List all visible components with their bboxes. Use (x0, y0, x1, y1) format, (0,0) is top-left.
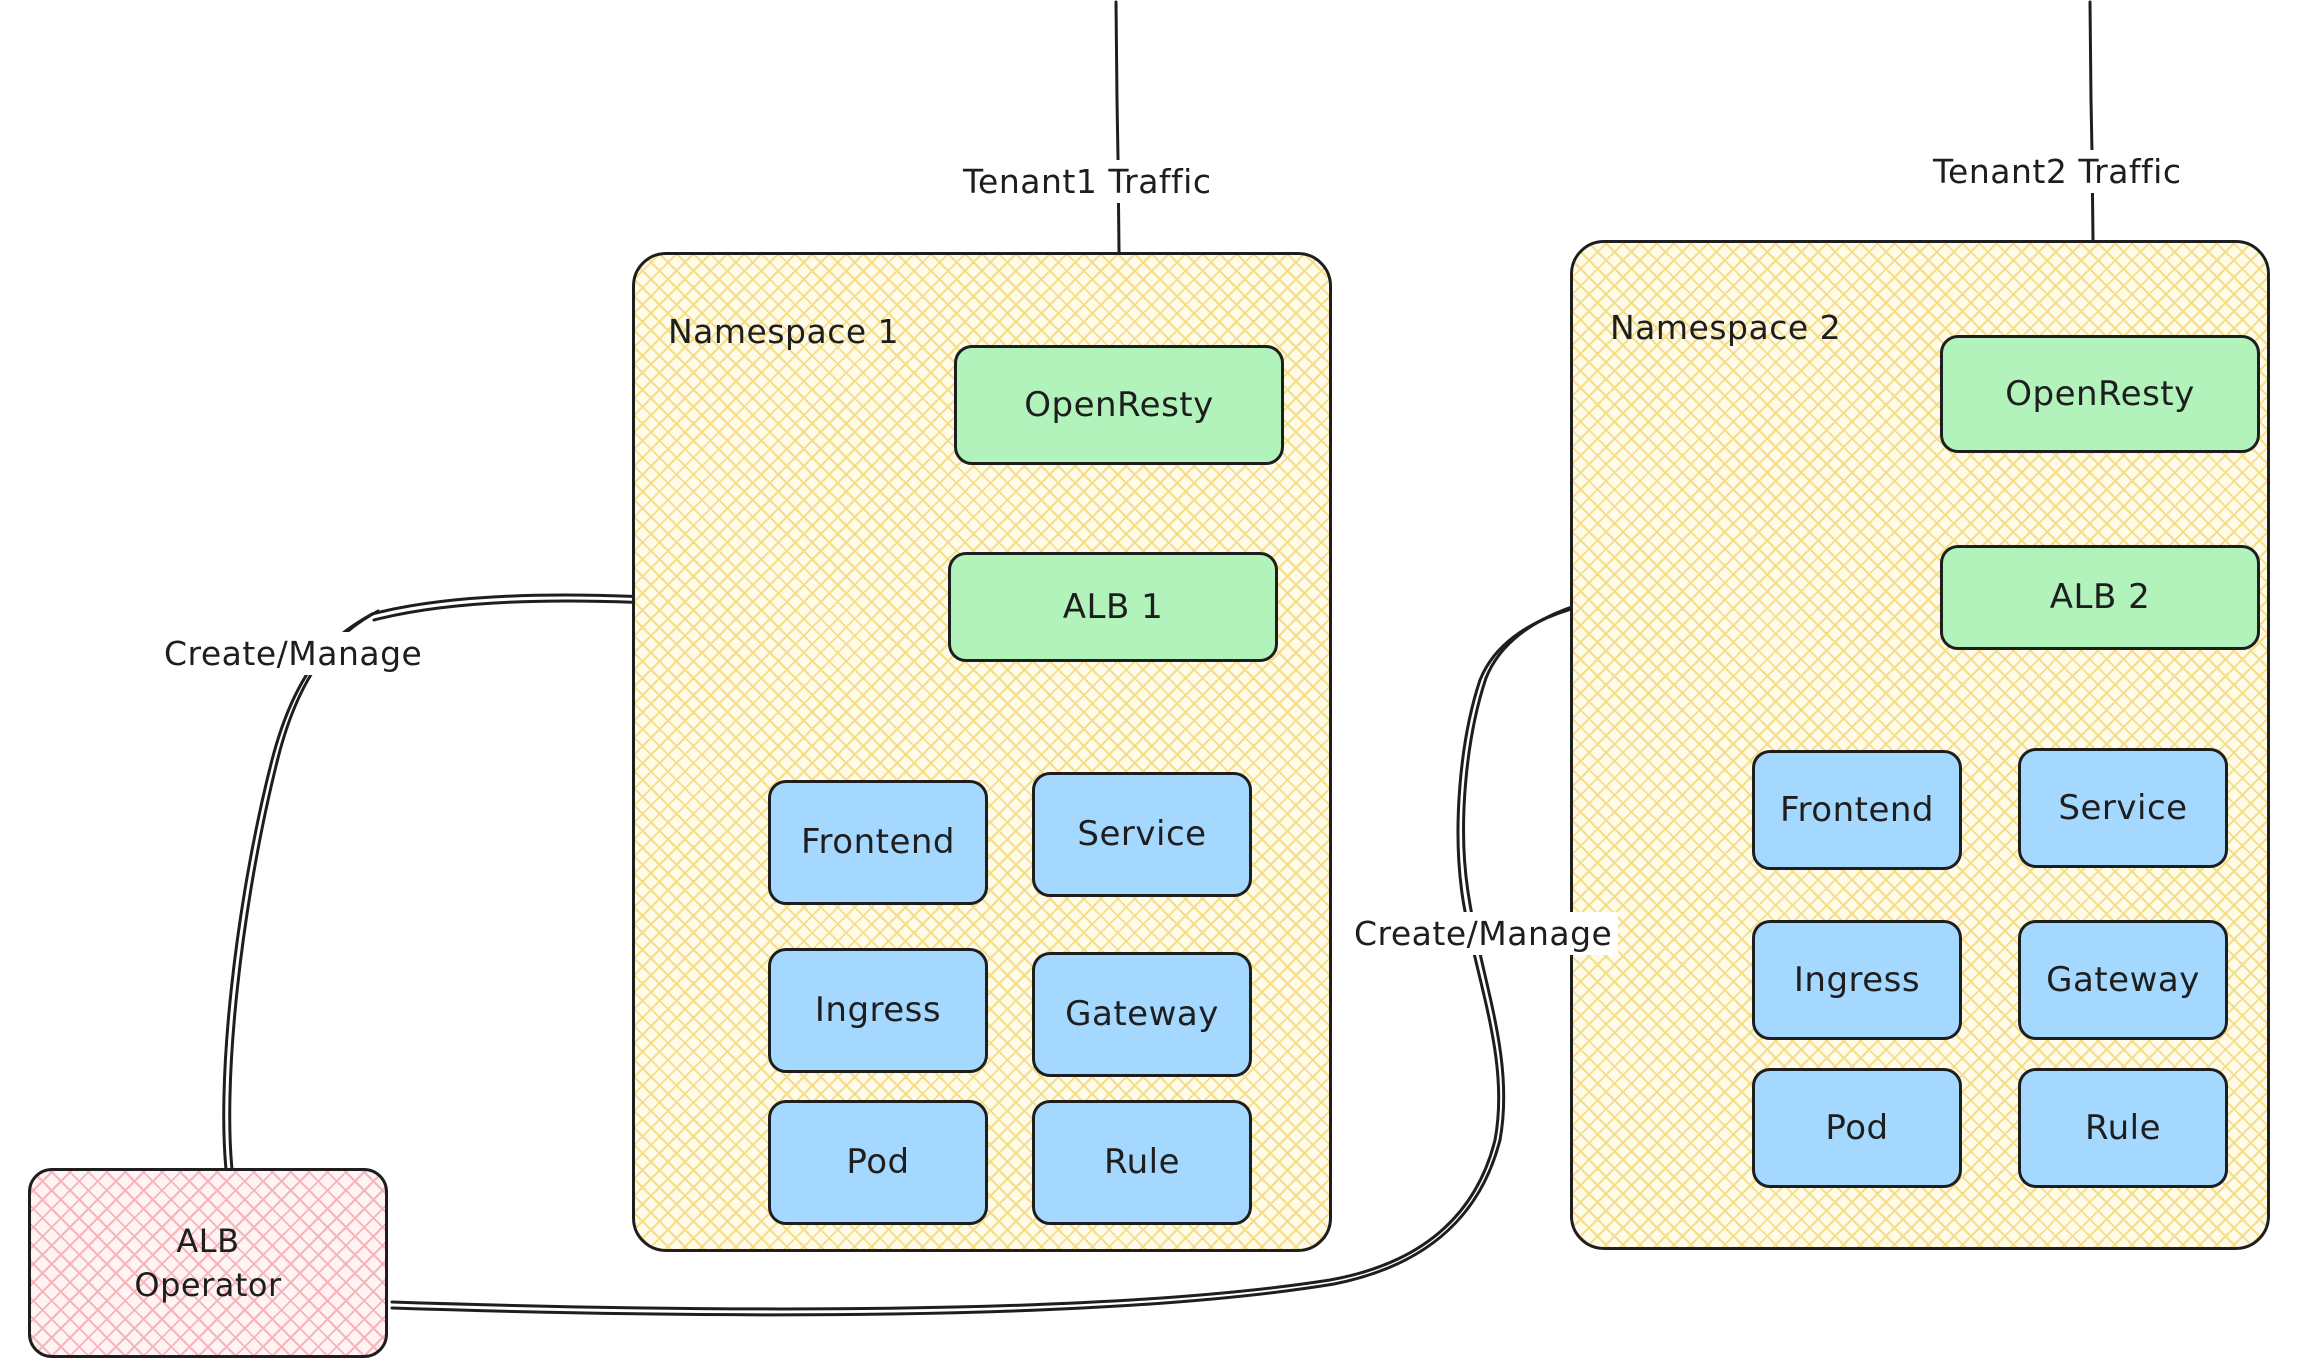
resource-label: Rule (1103, 1142, 1180, 1183)
namespace-1-alb-label: ALB 1 (1062, 586, 1164, 627)
resource-label: Frontend (800, 822, 956, 863)
namespace-1-resource-service[interactable]: Service (1032, 772, 1252, 897)
namespace-2-openresty-label: OpenResty (2005, 373, 2195, 414)
namespace-2-alb-label: ALB 2 (2049, 577, 2151, 618)
namespace-2-resource-service[interactable]: Service (2018, 748, 2228, 868)
namespace-2-openresty-node[interactable]: OpenResty (1940, 335, 2260, 453)
namespace-1-resource-pod[interactable]: Pod (768, 1100, 988, 1225)
namespace-2-label: Namespace 2 (1610, 308, 1842, 347)
resource-label: Gateway (2046, 959, 2200, 1000)
namespace-1-resource-rule[interactable]: Rule (1032, 1100, 1252, 1225)
alb-operator-node[interactable]: ALB Operator (28, 1168, 388, 1358)
namespace-2-resource-pod[interactable]: Pod (1752, 1068, 1962, 1188)
resource-label: Ingress (814, 990, 942, 1031)
resource-label: Service (2058, 787, 2188, 828)
resource-label: Pod (1825, 1107, 1889, 1148)
namespace-1-resource-frontend[interactable]: Frontend (768, 780, 988, 905)
namespace-2-resource-gateway[interactable]: Gateway (2018, 920, 2228, 1040)
namespace-2-resource-frontend[interactable]: Frontend (1752, 750, 1962, 870)
resource-label: Ingress (1793, 959, 1921, 1000)
alb-operator-label-line2: Operator (134, 1266, 282, 1304)
resource-label: Pod (846, 1142, 910, 1183)
namespace-1-resource-ingress[interactable]: Ingress (768, 948, 988, 1073)
resource-label: Frontend (1779, 789, 1935, 830)
create-manage-label-1: Create/Manage (158, 632, 429, 675)
tenant1-traffic-label: Tenant1 Traffic (955, 160, 1220, 203)
namespace-2-resource-ingress[interactable]: Ingress (1752, 920, 1962, 1040)
resource-label: Service (1077, 814, 1207, 855)
tenant2-traffic-label: Tenant2 Traffic (1925, 150, 2190, 193)
namespace-1-label: Namespace 1 (668, 312, 900, 351)
resource-label: Gateway (1065, 994, 1219, 1035)
resource-label: Rule (2084, 1107, 2161, 1148)
namespace-1-openresty-node[interactable]: OpenResty (954, 345, 1284, 465)
alb-operator-label-line1: ALB (176, 1221, 240, 1260)
namespace-1-openresty-label: OpenResty (1024, 384, 1214, 425)
namespace-1-alb-node[interactable]: ALB 1 (948, 552, 1278, 662)
namespace-2-alb-node[interactable]: ALB 2 (1940, 545, 2260, 650)
create-manage-label-2: Create/Manage (1348, 912, 1619, 955)
namespace-2-resource-rule[interactable]: Rule (2018, 1068, 2228, 1188)
namespace-1-resource-gateway[interactable]: Gateway (1032, 952, 1252, 1077)
